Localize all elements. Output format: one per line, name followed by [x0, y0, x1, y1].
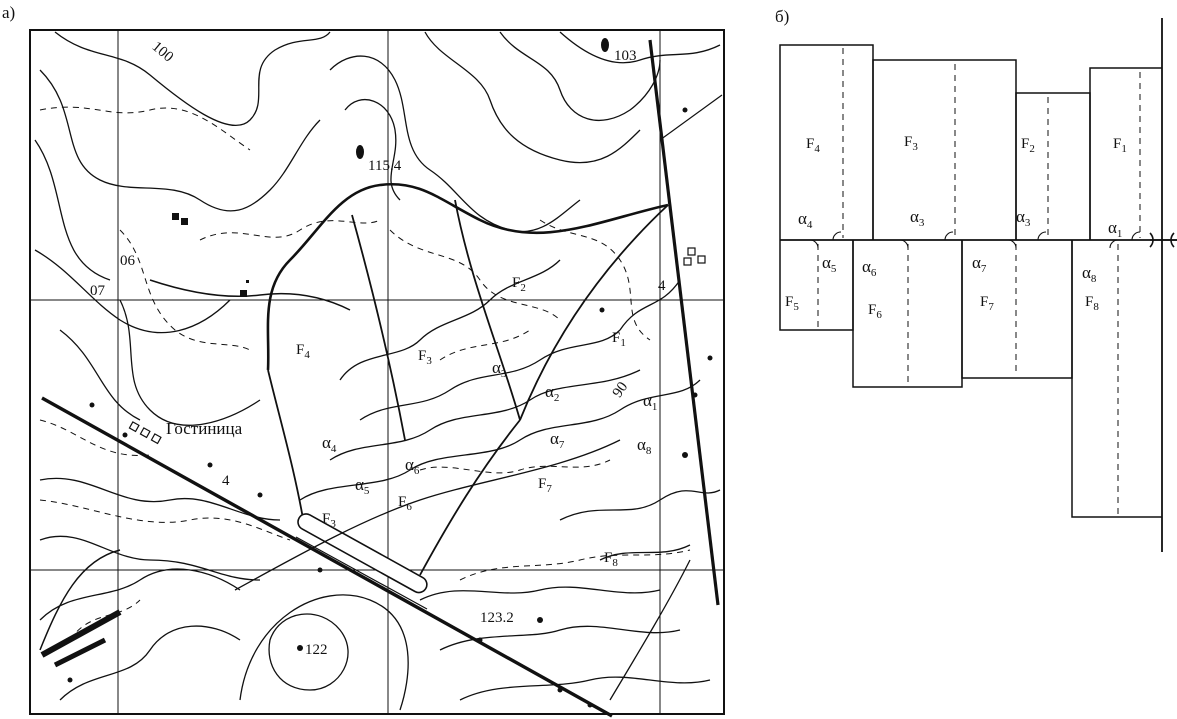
- secondary-road: [149, 279, 351, 311]
- map-angle-a8: α8: [637, 435, 652, 457]
- map-angle-a3: α3: [492, 358, 507, 380]
- map-panel: 100 07 06 90 103 115.4 122 123.2 4 4 Гос…: [29, 29, 725, 718]
- map-area-f2: F2: [512, 275, 526, 294]
- block-dashes: [817, 48, 1141, 515]
- block-f3: [872, 59, 1017, 240]
- angle-arcs: [809, 231, 1141, 249]
- diagram-angle-a8: α8: [1082, 263, 1097, 285]
- hotel-symbol: [128, 421, 162, 445]
- thalweg-lines: [267, 199, 669, 576]
- contour-label-07: 07: [90, 283, 106, 299]
- contour-lines: [34, 31, 721, 711]
- map-area-f4: F4: [296, 342, 310, 361]
- contour-label-100: 100: [149, 39, 177, 66]
- orchard-symbol: [683, 247, 706, 266]
- diagram-angle-a1: α1: [1108, 218, 1122, 240]
- map-area-f3b: F3: [322, 511, 336, 530]
- diagram-angle-labels: α1 α3 α3 α4 α5 α6 α7 α8: [798, 207, 1122, 285]
- diagram-angle-a3b: α3: [1016, 207, 1031, 229]
- map-angle-a1: α1: [643, 391, 657, 413]
- height-103: 103: [614, 48, 637, 64]
- map-area-f8: F8: [604, 550, 618, 569]
- diagram-area-f6: F6: [868, 302, 882, 321]
- map-area-f3: F3: [418, 348, 432, 367]
- block-f8: [1071, 240, 1162, 518]
- trig-markers: [356, 38, 609, 159]
- bridge: [295, 513, 428, 610]
- diagram-angle-a4: α4: [798, 209, 813, 231]
- height-122: 122: [305, 642, 328, 658]
- map-area-f6: F6: [398, 494, 412, 513]
- map-angle-a6: α6: [405, 455, 420, 477]
- map-angle-a4: α4: [322, 433, 337, 455]
- diagram-area-f7: F7: [980, 294, 994, 313]
- left-road: [39, 549, 121, 651]
- map-angle-a2: α2: [545, 382, 559, 404]
- diagram-area-f4: F4: [806, 136, 820, 155]
- lower-blocks: [779, 240, 1162, 518]
- half-contour-lines: [39, 106, 691, 641]
- watershed-boundary: [266, 182, 669, 371]
- diagram-area-labels: F1 F2 F3 F4 F5 F6 F7 F8: [785, 134, 1127, 321]
- height-115: 115.4: [368, 158, 402, 174]
- outlet-symbol: [1149, 232, 1177, 248]
- map-angle-a7: α7: [550, 429, 565, 451]
- km-grid: [30, 30, 724, 714]
- dirt-road-2: [609, 559, 691, 701]
- diagram-area-f5: F5: [785, 294, 799, 313]
- upper-blocks: [779, 44, 1162, 240]
- panel-a-label: а): [2, 3, 15, 22]
- height-123: 123.2: [480, 610, 514, 626]
- map-area-f1: F1: [612, 330, 626, 349]
- hotel-label: Гостиница: [166, 419, 243, 438]
- map-area-labels: F1 F2 F3 F3 F4 F6 F7 F8: [296, 275, 626, 569]
- diagram-area-f1: F1: [1113, 136, 1127, 155]
- schematic-panel: F1 F2 F3 F4 F5 F6 F7 F8 α1 α3 α3 α4 α5 α…: [779, 18, 1177, 552]
- diagram-angle-a7: α7: [972, 253, 987, 275]
- panel-b-label: б): [775, 7, 789, 26]
- buildings: [172, 213, 249, 297]
- contour-label-90: 90: [610, 379, 632, 400]
- contour-label-06: 06: [120, 253, 136, 269]
- highway: [41, 396, 613, 718]
- diagram-angle-a5: α5: [822, 253, 837, 275]
- diagram-area-f8: F8: [1085, 294, 1099, 313]
- road-number-highway: 4: [222, 473, 230, 489]
- map-area-f7: F7: [538, 476, 552, 495]
- settlement: [40, 609, 122, 668]
- right-road: [648, 39, 720, 606]
- map-angle-labels: α1 α2 α3 α4 α5 α6 α7 α8: [322, 358, 657, 497]
- diagram-angle-a6: α6: [862, 257, 877, 279]
- map-angle-a5: α5: [355, 475, 370, 497]
- diagram-angle-a3: α3: [910, 207, 925, 229]
- side-road: [659, 94, 723, 141]
- dirt-road: [234, 439, 621, 591]
- road-number-right: 4: [658, 278, 666, 294]
- map-frame: [29, 29, 725, 715]
- diagram-area-f3: F3: [904, 134, 918, 153]
- block-f4: [779, 44, 874, 240]
- block-f5: [779, 240, 854, 331]
- block-f1: [1089, 67, 1162, 240]
- diagram-area-f2: F2: [1021, 136, 1035, 155]
- point-markers: [67, 107, 713, 708]
